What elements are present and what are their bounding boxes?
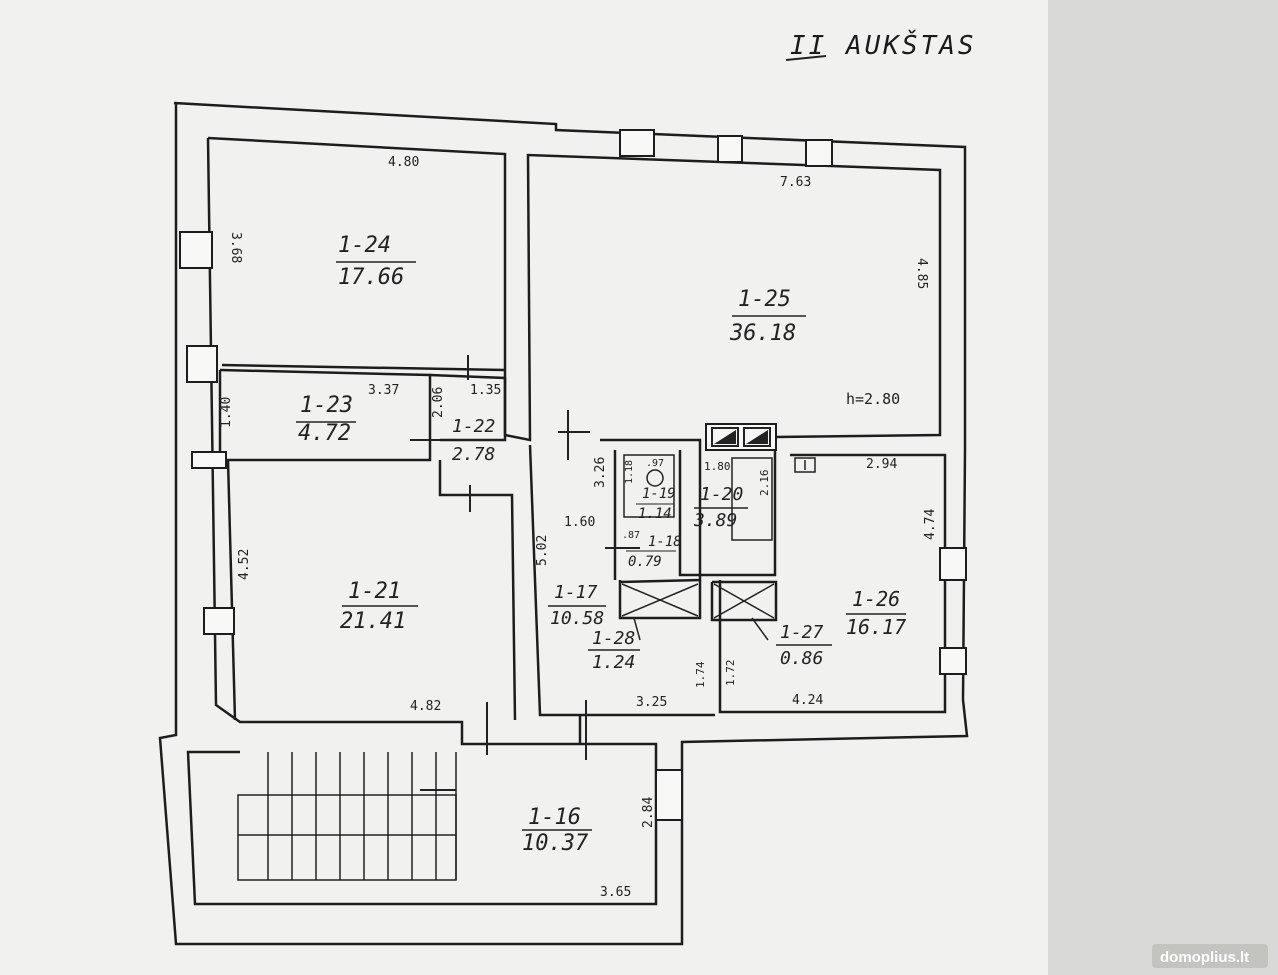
- room-1-22: 1-22 2.78: [450, 416, 500, 465]
- staircase: [237, 752, 457, 881]
- room-area: 4.72: [298, 421, 351, 446]
- room-1-27: 1-27 0.86: [776, 622, 832, 669]
- dim-label: 4.85: [914, 258, 929, 289]
- room-id: 1-21: [348, 579, 401, 604]
- room-1-20: 1-20 3.89: [693, 484, 748, 531]
- dim-label: 1.74: [694, 661, 707, 688]
- dimension-labels: 4.80 3.68 7.63 4.85 3.37 1.40 2.06 1.35 …: [219, 155, 938, 900]
- room-id: 1-19: [642, 486, 676, 502]
- room-area: 17.66: [338, 265, 404, 290]
- dim-label: 1.60: [564, 515, 595, 530]
- room-area: 36.18: [729, 321, 796, 346]
- dim-label: 4.80: [388, 155, 419, 170]
- room-id: 1-28: [592, 628, 635, 649]
- dim-label: 1.18: [624, 460, 635, 484]
- dim-label: 2.94: [866, 457, 897, 472]
- dim-label: 4.82: [410, 699, 441, 714]
- room-1-25: 1-25 36.18: [729, 287, 806, 346]
- stove-icon: [711, 427, 771, 447]
- dim-label: 3.37: [368, 383, 399, 398]
- room-1-19: 1-19 1.14: [636, 486, 676, 522]
- room-1-18: 1-18 0.79: [626, 534, 682, 570]
- shaft-crosses: [621, 583, 775, 641]
- room-area: 0.86: [780, 648, 823, 669]
- dim-label: 3.65: [600, 885, 631, 900]
- bathtub-icon: [731, 457, 773, 541]
- dim-label: 2.16: [758, 470, 771, 497]
- room-area: 1.14: [638, 506, 672, 522]
- dim-label: 4.74: [923, 509, 938, 540]
- toilet-icon: [646, 469, 664, 487]
- room-area: 10.37: [522, 831, 589, 856]
- room-id: 1-18: [648, 534, 682, 550]
- bathroom-fixtures: [623, 454, 816, 541]
- room-id: 1-24: [338, 233, 391, 258]
- room-area: 3.89: [693, 510, 737, 531]
- room-area: 1.24: [592, 652, 635, 673]
- dim-label: 1.40: [219, 397, 234, 428]
- room-id: 1-27: [780, 622, 824, 643]
- dim-label: .97: [646, 458, 664, 469]
- dim-label: 4.52: [237, 549, 252, 580]
- dim-label: 3.25: [636, 695, 667, 710]
- dim-label: 2.06: [431, 387, 446, 418]
- room-1-16: 1-16 10.37: [522, 805, 592, 856]
- dim-label: 1.35: [470, 383, 501, 398]
- dim-label: .87: [622, 530, 640, 541]
- room-id: 1-20: [700, 484, 743, 505]
- door-marks: [410, 355, 640, 791]
- room-area: 0.79: [628, 554, 662, 570]
- room-1-28: 1-28 1.24: [588, 628, 640, 673]
- dim-label: 2.84: [641, 797, 656, 828]
- plan-sheet: [0, 0, 1048, 975]
- dim-label: 4.24: [792, 693, 823, 708]
- title-underline: [785, 55, 827, 61]
- dim-label: 1.72: [724, 660, 737, 687]
- room-id: 1-22: [452, 416, 495, 437]
- room-area: 2.78: [452, 444, 495, 465]
- room-labels: 1-24 17.66 1-25 36.18 1-23 4.72 1-22 2.7…: [296, 233, 906, 856]
- watermark: domoplius.lt: [1152, 944, 1268, 968]
- window-posts: [179, 129, 967, 821]
- room-id: 1-26: [852, 587, 900, 611]
- room-1-17: 1-17 10.58: [548, 582, 606, 629]
- ceiling-height: h=2.80: [846, 390, 900, 408]
- dim-label: 7.63: [780, 175, 811, 190]
- outlet-icon: [794, 457, 816, 473]
- room-id: 1-23: [300, 393, 353, 418]
- dim-label: 3.26: [593, 457, 608, 488]
- room-1-26: 1-26 16.17: [846, 587, 906, 639]
- room-id: 1-16: [528, 805, 581, 830]
- watermark-text: domoplius.lt: [1160, 949, 1249, 966]
- dim-label: 1.80: [704, 460, 731, 473]
- dim-label: 5.02: [535, 535, 550, 566]
- dim-label: 3.68: [228, 232, 243, 263]
- room-area: 16.17: [846, 615, 906, 639]
- room-1-23: 1-23 4.72: [296, 393, 356, 446]
- room-id: 1-25: [738, 287, 791, 312]
- room-id: 1-17: [554, 582, 598, 603]
- room-area: 10.58: [550, 608, 604, 629]
- room-area: 21.41: [340, 609, 406, 634]
- room-1-24: 1-24 17.66: [336, 233, 416, 290]
- room-1-21: 1-21 21.41: [340, 579, 418, 634]
